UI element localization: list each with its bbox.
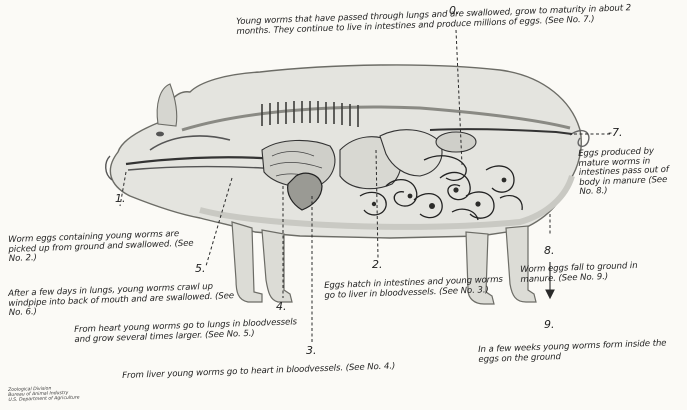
kidney (436, 132, 476, 152)
credit-block: Zoological Division Bureau of Animal Ind… (8, 385, 98, 404)
step-number-4: 4. (276, 300, 287, 313)
step-number-2: 2. (372, 258, 383, 271)
step-number-9: 9. (544, 318, 555, 331)
step-number-7: -7. (608, 126, 622, 139)
step-number-5: 5. (195, 262, 206, 275)
step-number-8: 8. (544, 244, 555, 257)
step-number-1: 1. (115, 192, 126, 205)
pig-eye (156, 132, 164, 137)
pig-ear (157, 84, 177, 126)
step-number-3: 3. (306, 344, 317, 357)
note-step-7: Eggs produced by mature worms in intesti… (578, 146, 684, 198)
